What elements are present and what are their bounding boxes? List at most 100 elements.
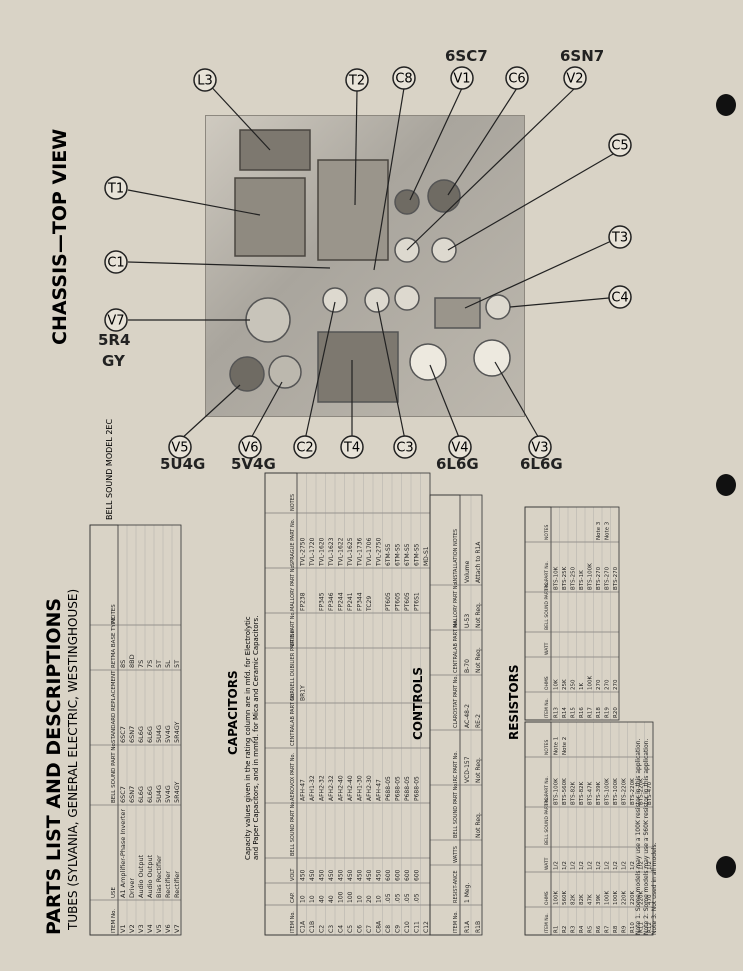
resistors-b-cell-5-4: BTS-270	[596, 566, 602, 590]
leader-c3	[376, 301, 406, 441]
resistors-a-header-3: BELL SOUND PART No.	[544, 795, 550, 845]
tubes-cell-4-3: 5U4G	[155, 725, 163, 743]
resistors-a-cell-0-2: 1/2	[554, 861, 560, 870]
capacitors-cell-5-1: 100	[347, 891, 354, 903]
capacitors-cell-4-4: AFH2-40	[338, 775, 345, 801]
callout-label-t4: T4	[343, 441, 360, 456]
controls-header-3: BELL SOUND PART No.	[453, 782, 459, 838]
tube-v6-body	[268, 355, 302, 389]
resistors-b-cell-1-0: R14	[562, 707, 568, 718]
capacitors-cell-12-1: .05	[414, 893, 421, 903]
capacitors-header-6: CORNELL DUBILIER PART No.	[290, 629, 296, 701]
capacitors-cell-2-2: 450	[319, 869, 326, 881]
parts-title: PARTS LIST AND DESCRIPTIONS	[43, 598, 65, 935]
resistors-a-cell-3-1: 82K	[579, 894, 585, 905]
resistors-a-cell-9-0: R10	[630, 922, 636, 933]
controls-header-7: MALLORY PART No.	[453, 581, 459, 628]
resistors-title: RESISTORS	[507, 665, 521, 740]
resistors-b-cell-5-1: 270	[596, 679, 602, 690]
capacitors-cell-3-2: 450	[328, 869, 335, 881]
tubes-cell-5-3: 5V4G	[164, 725, 172, 743]
chassis-title: CHASSIS—TOP VIEW	[49, 129, 71, 345]
tube-label-v5: 5U4G	[160, 455, 205, 473]
resistor-footnote-2: Note 2. Some models may use a 560K resis…	[643, 739, 650, 935]
capacitors-cell-10-1: .05	[395, 893, 402, 903]
capacitor-c5-body	[431, 237, 457, 263]
tubes-cell-4-1: Bias Rectifier	[155, 855, 163, 898]
punch-hole-top	[716, 94, 736, 116]
leader-t1	[127, 189, 261, 216]
callout-label-c1: C1	[107, 256, 124, 271]
controls-cell-0-0: R1A	[464, 920, 471, 933]
callout-circle-c2	[293, 435, 317, 459]
callout-circle-v7	[104, 308, 128, 332]
resistors-a-cell-11-4: BTS-470	[647, 781, 653, 805]
tubes-cell-2-4: 7S	[137, 660, 145, 668]
resistors-a-cell-6-4: BTS-100K	[605, 778, 611, 805]
capacitors-cell-7-2: 450	[366, 869, 373, 881]
capacitors-cell-7-1: 20	[366, 895, 373, 903]
capacitors-cell-2-8: FP345	[319, 592, 326, 611]
tube-v5-body	[229, 356, 265, 392]
controls-header-5: CLAROSTAT PART No.	[453, 675, 459, 728]
callout-circle-v3	[528, 435, 552, 459]
capacitors-cell-11-1: .05	[404, 893, 411, 903]
tubes-cell-2-2: 6L6G	[137, 786, 145, 803]
tubes-header-3: STANDARD REPLACEMENT	[111, 670, 117, 743]
resistors-b-cell-6-0: R19	[605, 707, 611, 718]
capacitors-cell-12-8: PT6S1	[414, 592, 421, 611]
capacitors-cell-7-4: AFH2-30	[366, 775, 373, 801]
resistors-a-cell-4-4: BTS-47K	[588, 781, 594, 805]
callout-circle-v4	[448, 435, 472, 459]
resistors-a-cell-8-1: 220K	[622, 891, 628, 905]
capacitors-header-2: VOLT	[290, 868, 296, 881]
tubes-cell-2-1: Audio Output	[137, 854, 145, 898]
resistors-a-cell-2-0: R3	[571, 925, 577, 933]
callout-label-t2: T2	[348, 74, 365, 89]
capacitors-cell-2-9: TVL-1620	[319, 537, 326, 567]
capacitors-cell-1-9: TVL-1720	[309, 537, 316, 567]
resistors-b-cell-1-4: BTS-25K	[562, 566, 568, 590]
capacitors-header-5: CENTRALAB PART No.	[290, 692, 296, 746]
resistors-a-cell-6-2: 1/2	[605, 861, 611, 870]
resistors-b-cell-4-0: R17	[588, 707, 594, 718]
capacitors-cell-3-8: FP346	[328, 592, 335, 611]
capacitors-cell-8-4: AFH-47	[376, 779, 383, 801]
callout-circle-v1	[450, 66, 474, 90]
resistors-a-cell-0-5: Note 1	[554, 737, 560, 755]
controls-header-2: WATTS	[453, 846, 459, 863]
tube-label-v7b: GY	[102, 352, 126, 370]
tube-label-v7a: 5R4	[98, 331, 130, 349]
tubes-cell-0-3: 6SC7	[119, 726, 127, 743]
resistors-a-cell-2-2: 1/2	[571, 861, 577, 870]
punch-hole-middle	[716, 474, 736, 496]
callout-leaders	[127, 79, 621, 441]
resistors-a-cell-1-5: Note 2	[562, 737, 568, 755]
leader-v3	[494, 361, 541, 441]
transformer-t2-body	[317, 159, 389, 261]
resistors-b-cell-6-4: BTS-270	[605, 566, 611, 590]
capacitors-cell-1-2: 450	[309, 869, 316, 881]
resistors-b-header-3: BELL SOUND PART No.	[544, 580, 550, 630]
resistors-a-cell-9-4: BTS-220K	[630, 778, 636, 805]
callout-label-c6: C6	[508, 72, 525, 87]
capacitors-cell-1-0: C1B	[309, 921, 316, 933]
capacitors-cell-11-4: P688-05	[404, 776, 411, 801]
resistors-a-cell-8-0: R9	[622, 925, 628, 933]
tube-label-v2: 6SN7	[560, 47, 604, 65]
capacitors-cell-12-4: P688-05	[414, 776, 421, 801]
resistors-b-cell-5-0: R18	[596, 707, 602, 718]
callout-circle-v5	[168, 435, 192, 459]
resistors-a-cell-2-1: 82K	[571, 894, 577, 905]
resistors-a-cell-5-2: 1/2	[596, 861, 602, 870]
callout-circle-c5	[608, 133, 632, 157]
callout-label-c3: C3	[396, 441, 413, 456]
capacitors-cell-10-4: P688-05	[395, 776, 402, 801]
resistors-b-header-2: WATT	[544, 642, 550, 655]
capacitors-cell-11-0: C10	[404, 921, 411, 933]
capacitors-cell-0-8: FP238	[300, 592, 307, 611]
tubes-cell-5-2: 5V4G	[164, 785, 172, 803]
